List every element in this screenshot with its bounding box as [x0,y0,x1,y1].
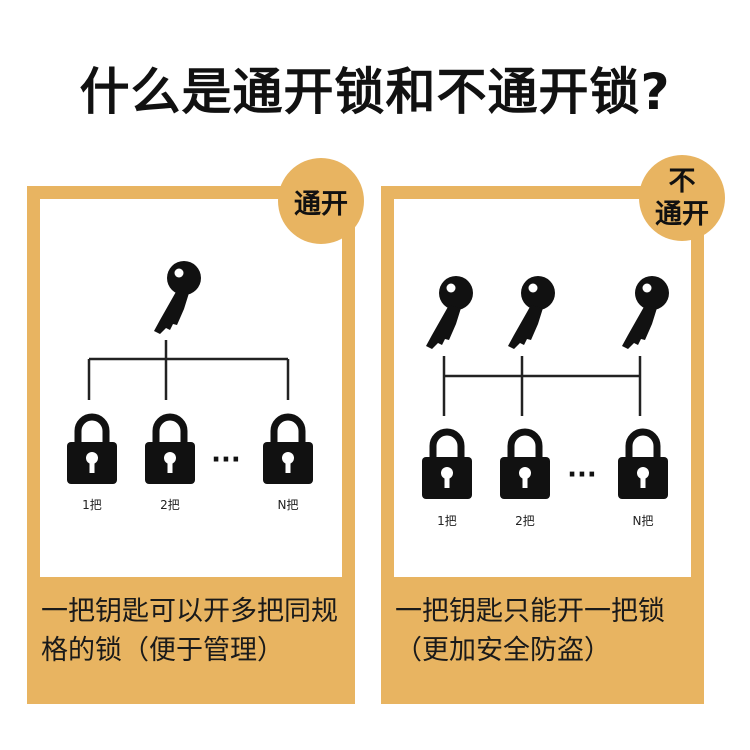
panel-inner-master-key [40,199,342,577]
padlock-icon [422,432,472,499]
badge-master-key: 通开 [278,158,364,244]
padlock-icon [500,432,550,499]
key-icon [508,276,555,349]
padlock-icon [263,417,313,484]
lock-label-2: 2把 [160,498,180,512]
key-icon [622,276,669,349]
lock-label-1: 1把 [437,514,457,528]
connector-tree [87,340,290,400]
badge-line-1: 不 [668,166,696,197]
key-icon [154,261,201,334]
padlock-icon [67,417,117,484]
lock-label-1: 1把 [82,498,102,512]
padlock-icon [618,432,668,499]
badge-line-2: 通开 [655,199,709,230]
padlock-icon [145,417,195,484]
key-icon [426,276,473,349]
caption-master-key: 一把钥匙可以开多把同规格的锁（便于管理） [41,596,338,666]
caption-individual-key: 一把钥匙只能开一把锁（更加安全防盗） [395,596,665,666]
lock-label-2: 2把 [515,514,535,528]
page-title: 什么是通开锁和不通开锁? [79,63,671,121]
ellipsis: ··· [567,460,597,490]
connector-lines [442,356,642,416]
ellipsis: ··· [211,445,241,475]
badge-individual-key: 不 通开 [639,155,725,241]
lock-label-n: N把 [633,514,654,528]
lock-label-n: N把 [278,498,299,512]
